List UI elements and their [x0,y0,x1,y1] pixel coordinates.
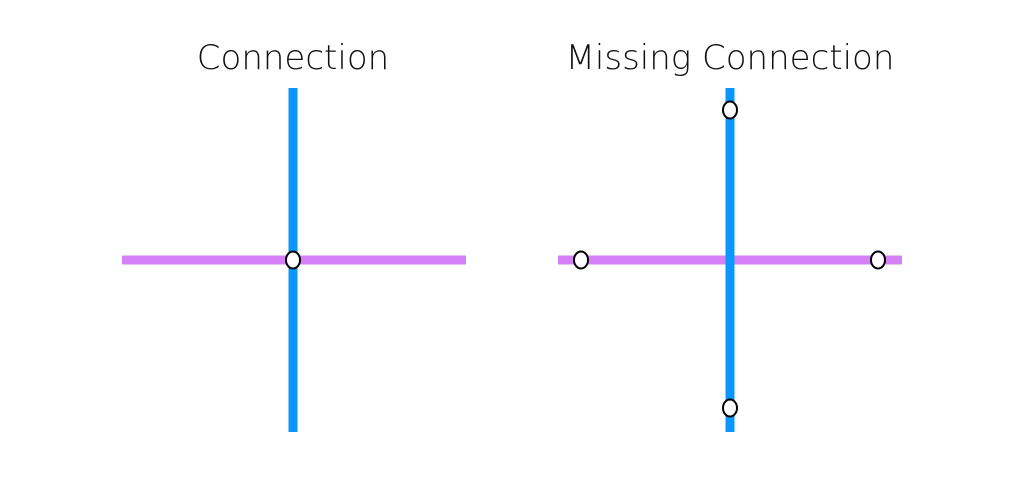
missing-connection-panel: Missing Connection [512,0,1024,479]
horizontal-right-node [870,250,886,270]
vertical-bottom-node [722,398,738,418]
connection-shared-node [285,250,301,270]
missing-connection-diagram [558,88,902,432]
missing-connection-title: Missing Connection [565,38,895,78]
horizontal-left-node [573,250,589,270]
connection-panel: Connection [197,38,389,78]
connection-title: Connection [196,38,390,78]
connection-diagram [122,88,466,432]
vertical-top-node [722,100,738,120]
